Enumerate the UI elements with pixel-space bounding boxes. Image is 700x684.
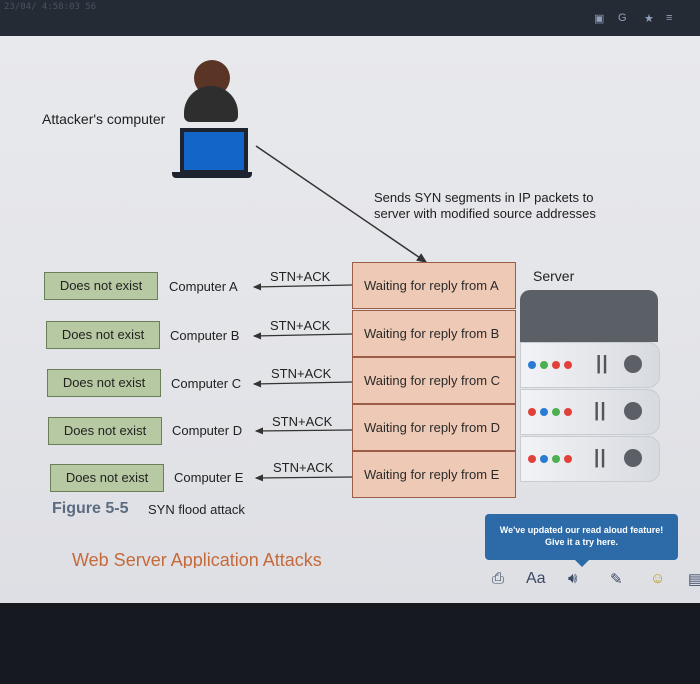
waiting-e: Waiting for reply from E bbox=[352, 451, 516, 498]
browser-faint-title: 23/04/ 4:58:03 56 bbox=[4, 2, 97, 12]
read-aloud-tooltip[interactable]: We've updated our read aloud feature! Gi… bbox=[485, 514, 678, 567]
computer-d-reply: STN+ACK bbox=[272, 414, 333, 429]
laptop-base-icon bbox=[172, 172, 252, 178]
computer-b-status: Does not exist bbox=[46, 321, 160, 349]
sends-line-2: server with modified source addresses bbox=[374, 206, 596, 221]
more-icon[interactable]: ▤ bbox=[688, 571, 700, 588]
computer-e-label: Computer E bbox=[174, 470, 244, 485]
read-aloud-icon[interactable]: 🔊︎ bbox=[568, 570, 578, 587]
waiting-b: Waiting for reply from B bbox=[352, 310, 516, 357]
computer-b-label: Computer B bbox=[170, 328, 240, 343]
computer-c-status: Does not exist bbox=[47, 369, 161, 397]
tooltip-line-1: We've updated our read aloud feature! bbox=[499, 525, 664, 535]
computer-b-reply: STN+ACK bbox=[270, 318, 331, 333]
sends-line-1: Sends SYN segments in IP packets to bbox=[374, 190, 594, 205]
computer-e-status: Does not exist bbox=[50, 464, 164, 492]
figure-caption: SYN flood attack bbox=[148, 502, 245, 517]
computer-d-status: Does not exist bbox=[48, 417, 162, 445]
waiting-a: Waiting for reply from A bbox=[352, 262, 516, 309]
computer-d-label: Computer D bbox=[172, 423, 243, 438]
extensions-icon[interactable]: ≡ bbox=[666, 12, 673, 24]
laptop-icon bbox=[180, 128, 248, 176]
computer-c-reply: STN+ACK bbox=[271, 366, 332, 381]
computer-e-reply: STN+ACK bbox=[273, 460, 334, 475]
star-icon[interactable]: ★ bbox=[644, 13, 654, 25]
waiting-c: Waiting for reply from C bbox=[352, 357, 516, 404]
font-settings-button[interactable]: Aa bbox=[526, 570, 546, 587]
section-heading: Web Server Application Attacks bbox=[72, 550, 322, 568]
sends-annotation: Sends SYN segments in IP packets to serv… bbox=[374, 190, 634, 222]
waiting-d: Waiting for reply from D bbox=[352, 404, 516, 451]
reader-mode-icon[interactable]: ▣ bbox=[594, 13, 605, 25]
google-icon[interactable]: G bbox=[618, 12, 627, 24]
server-unit-2: || bbox=[520, 389, 660, 435]
person-body-icon bbox=[184, 86, 238, 122]
bottom-bezel bbox=[0, 603, 700, 684]
computer-a-reply: STN+ACK bbox=[270, 269, 331, 284]
tooltip-line-2: Give it a try here. bbox=[544, 537, 619, 547]
server-label: Server bbox=[533, 268, 575, 284]
browser-top-bar: 23/04/ 4:58:03 56 ▣ G ★ ≡ bbox=[0, 0, 700, 36]
emoji-icon[interactable]: ☺ bbox=[650, 570, 666, 587]
server-unit-1: || bbox=[520, 342, 660, 388]
figure-number: Figure 5-5 bbox=[52, 500, 129, 517]
highlight-icon[interactable]: ✎ bbox=[610, 571, 623, 588]
computer-a-label: Computer A bbox=[169, 279, 238, 294]
server-unit-3: || bbox=[520, 436, 660, 482]
server-top bbox=[520, 290, 658, 342]
computer-a-status: Does not exist bbox=[44, 272, 158, 300]
attacker-label: Attacker's computer bbox=[42, 111, 166, 127]
computer-c-label: Computer C bbox=[171, 376, 242, 391]
print-icon[interactable]: ⎙ bbox=[492, 570, 505, 587]
